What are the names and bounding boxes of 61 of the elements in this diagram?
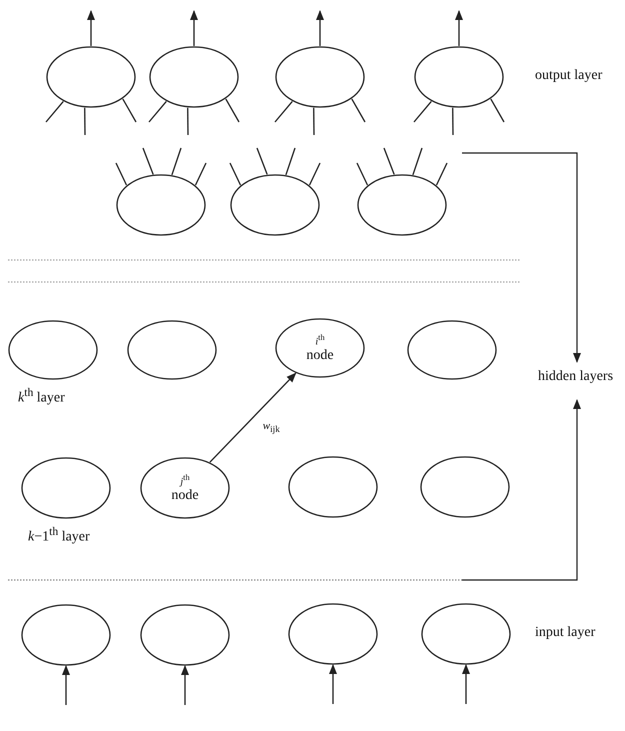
connection-line (436, 162, 448, 186)
arrow (329, 664, 337, 704)
neuron-ellipse (46, 46, 136, 108)
arrow (316, 10, 324, 46)
connection-line (229, 162, 242, 186)
connection-line (194, 162, 207, 186)
connection-line (274, 100, 293, 122)
node-label: node (306, 348, 334, 364)
connection-line (490, 98, 505, 122)
neuron-ellipse (275, 46, 365, 108)
connection-line (285, 148, 296, 176)
neuron-ellipse (127, 320, 217, 380)
neuron-ellipse (421, 603, 511, 665)
neuron-ellipse (140, 457, 230, 519)
layer-label: hidden layers (538, 369, 614, 385)
neuron-ellipse (407, 320, 497, 380)
connection-line (171, 148, 182, 176)
arrow (181, 665, 189, 705)
arrow (87, 10, 95, 46)
connection-line (46, 100, 64, 122)
connection-line (313, 108, 315, 135)
connection-line (187, 108, 189, 135)
connection-line (412, 148, 423, 176)
connection-line (356, 162, 368, 186)
layer-label: output layer (535, 68, 602, 84)
connection-line (256, 148, 268, 175)
connection-line (122, 98, 137, 122)
neuron-ellipse (149, 46, 239, 108)
layer-label: k$^{th}$ layer (18, 386, 65, 407)
connection-line (308, 162, 321, 186)
neuron-ellipse (357, 174, 447, 236)
neuron-ellipse (8, 320, 98, 380)
neuron-ellipse (140, 604, 230, 666)
neuron-ellipse (275, 318, 365, 378)
neuron-ellipse (21, 457, 111, 519)
arrow (209, 372, 296, 463)
connection-line (452, 108, 454, 135)
arrow (462, 664, 470, 704)
neuron-ellipse (21, 604, 111, 666)
connection-line (115, 162, 128, 186)
arrow (455, 10, 463, 46)
neuron-ellipse (288, 456, 378, 518)
neuron-ellipse (414, 46, 504, 108)
neuron-ellipse (288, 603, 378, 665)
neuron-ellipse (420, 456, 510, 518)
connection-line (414, 100, 432, 122)
arrow (190, 10, 198, 46)
connection-line (84, 108, 86, 135)
connection-line (225, 98, 240, 122)
arrow (62, 665, 70, 705)
neuron-ellipse (230, 174, 320, 236)
connection-line (148, 100, 167, 122)
node-index: i$^{th}$ (315, 332, 325, 348)
node-label: node (171, 488, 199, 504)
node-index: j$^{th}$ (180, 472, 190, 488)
connection-line (383, 148, 395, 175)
neuron-ellipse (116, 174, 206, 236)
layer-label: input layer (535, 625, 596, 641)
layer-label: k−1$^{th}$ layer (28, 525, 90, 546)
connection-line (142, 148, 154, 175)
connection-line (351, 98, 366, 122)
